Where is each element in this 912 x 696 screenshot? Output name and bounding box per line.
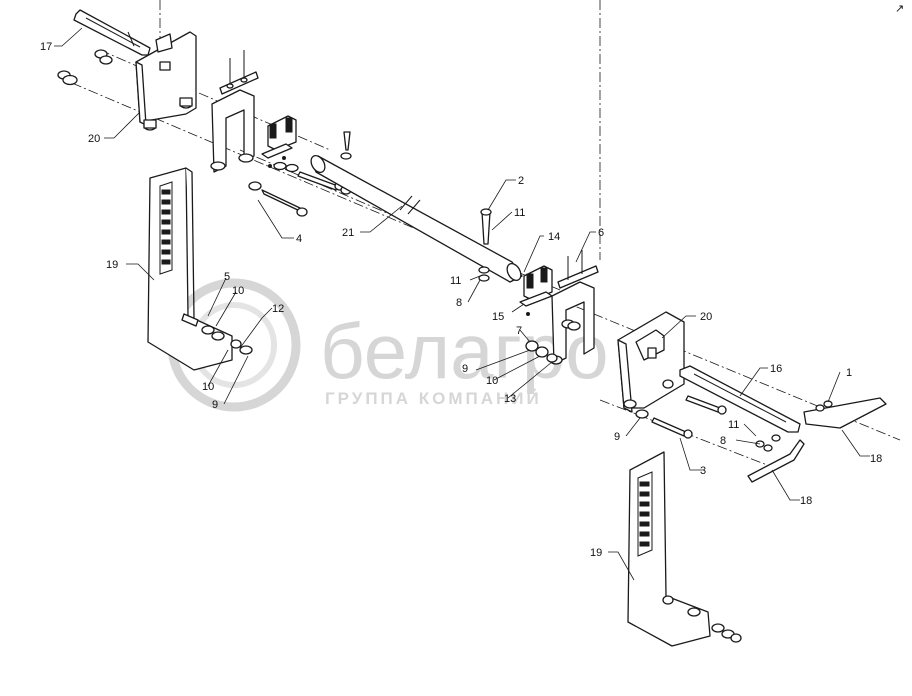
callout-1: 1: [846, 367, 852, 379]
nuts-center: [525, 340, 558, 363]
callout-11-mid: 11: [450, 275, 461, 287]
callout-18-right: 18: [870, 453, 882, 465]
part-18-handle-upper: [803, 397, 887, 429]
callout-15: 15: [492, 311, 504, 323]
callout-6: 6: [598, 227, 604, 239]
callout-4: 4: [296, 233, 302, 245]
part-18-handle-lower: [747, 439, 805, 483]
callout-8-mid: 8: [456, 297, 462, 309]
callout-21: 21: [342, 227, 354, 239]
callout-17: 17: [40, 41, 52, 53]
part-3-bolt: [635, 395, 727, 439]
callout-2: 2: [518, 175, 524, 187]
fasteners-left-top: [57, 49, 113, 86]
part-20-mounting-plate-left: [135, 31, 197, 131]
part-4-bolt: [248, 161, 308, 217]
callout-20-left: 20: [88, 133, 100, 145]
part-19-adjustment-bracket-right: [627, 451, 742, 647]
part-14-clamp-block: [519, 265, 553, 316]
watermark-subtitle: ГРУППА КОМПАНИЙ: [325, 389, 542, 408]
callout-14: 14: [548, 231, 560, 243]
callout-10-left-top: 10: [232, 285, 244, 297]
callout-20-right: 20: [700, 311, 712, 323]
callout-12: 12: [272, 303, 284, 315]
slot-holes-left: [161, 189, 171, 265]
corner-mark: ↗: [895, 3, 904, 15]
part-19-adjustment-bracket-left: [147, 167, 253, 371]
part-2-bolt: [478, 208, 492, 282]
callout-19-left: 19: [106, 259, 118, 271]
callout-13: 13: [504, 393, 516, 405]
callout-11-right: 11: [728, 419, 739, 431]
u-bracket-left: [210, 50, 259, 173]
callout-9-left: 9: [212, 399, 218, 411]
part-1-bolt: [755, 400, 833, 452]
callout-18-lower: 18: [800, 495, 812, 507]
callout-5: 5: [224, 271, 230, 283]
callout-19-right: 19: [590, 547, 602, 559]
leader-lines: [54, 27, 870, 581]
part-21-shaft: [310, 154, 523, 283]
callout-9-mid: 9: [462, 363, 468, 375]
part-17-slotted-strip: [73, 9, 151, 56]
callout-16: 16: [770, 363, 782, 375]
callout-7: 7: [516, 325, 522, 337]
part-20-mounting-plate-right: [567, 311, 685, 413]
part-16-slotted-strip: [679, 365, 801, 433]
callout-8-right: 8: [720, 435, 726, 447]
callout-11-top: 11: [514, 207, 525, 219]
callout-10-left-bottom: 10: [202, 381, 214, 393]
callout-3: 3: [700, 465, 706, 477]
callout-10-mid: 10: [486, 375, 498, 387]
callout-9-right: 9: [614, 431, 620, 443]
clamp-block-left: [261, 115, 297, 168]
slot-holes-right: [639, 481, 650, 547]
callouts: 17 20 2 11 4 21 14 6 11 8 19 5 10 12 10 …: [40, 41, 882, 559]
